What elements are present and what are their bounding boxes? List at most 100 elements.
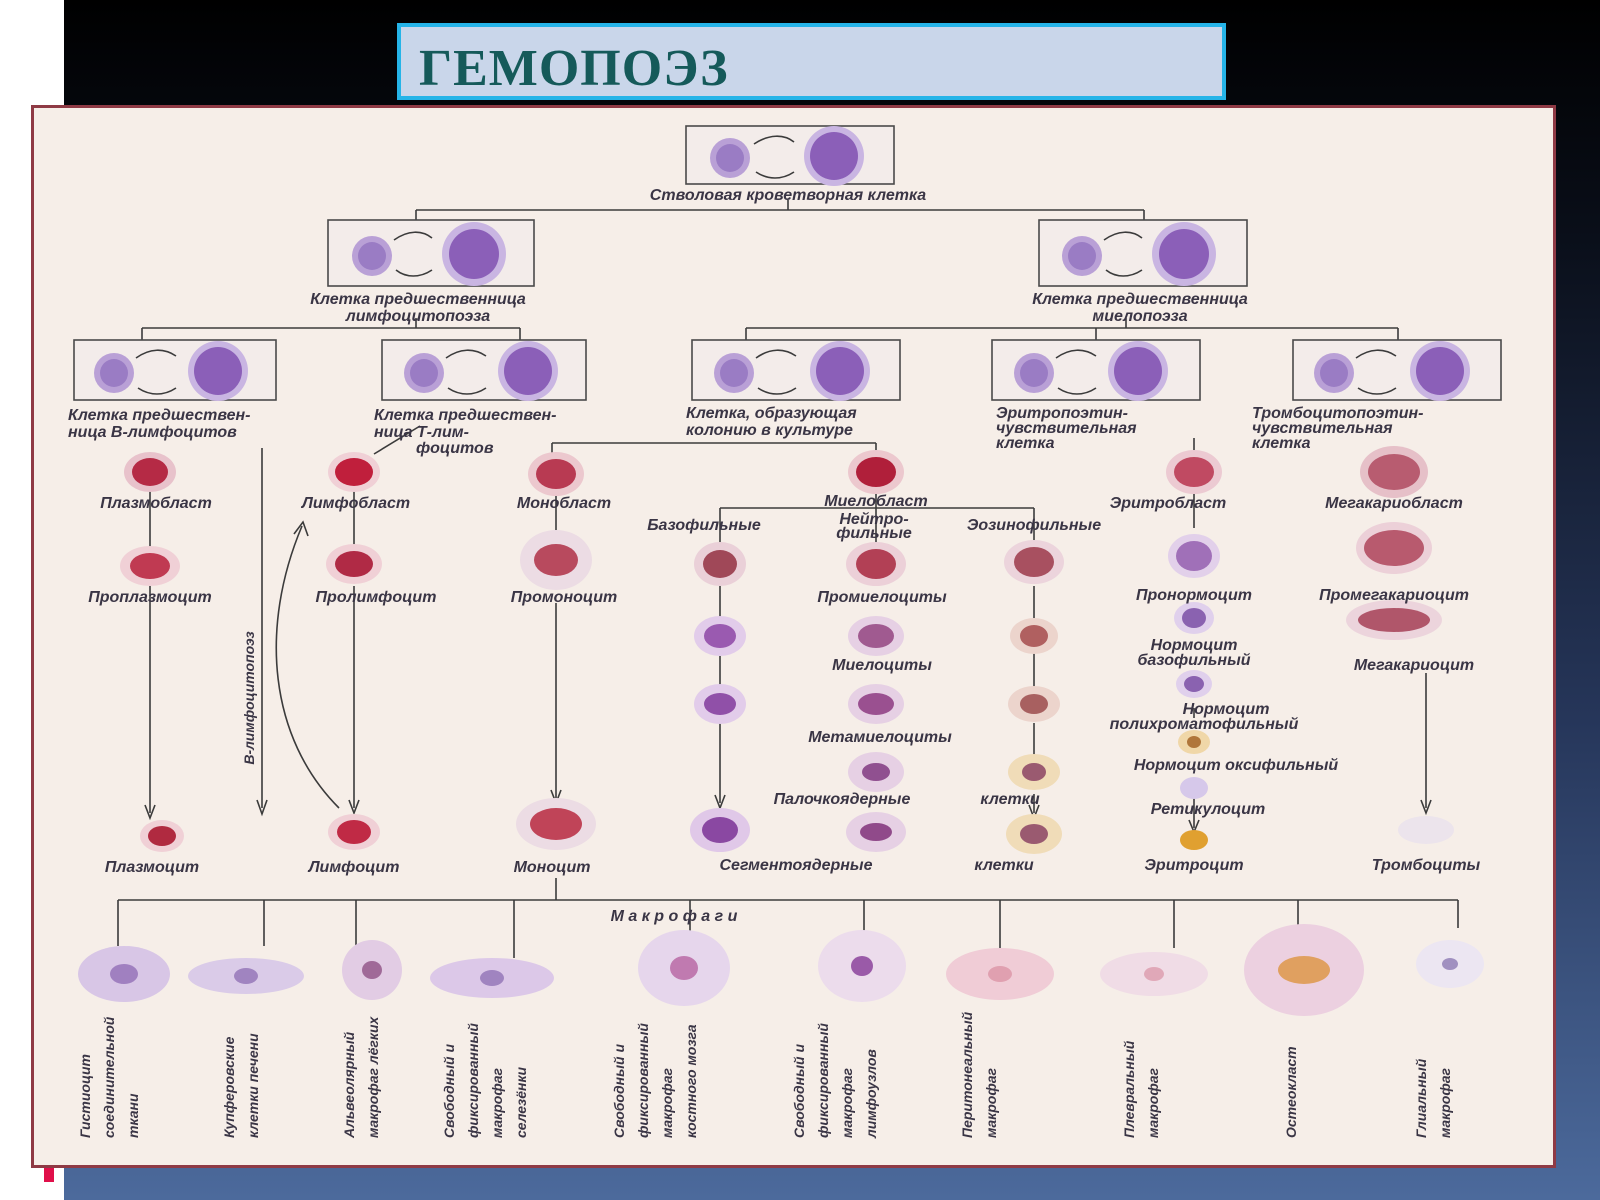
macrophage-label-0-2: ткани: [125, 1093, 141, 1138]
hematopoiesis-diagram: Стволовая кроветворная клетка Клетка пре…: [68, 125, 1502, 1139]
label-plasmoblast: Плазмобласт: [100, 495, 212, 512]
macrophage-label-3-2: макрофаг: [489, 1067, 505, 1138]
label-megakaryocyte: Мегакариоцит: [1354, 657, 1474, 674]
label-myelo-prec-1: Клетка предшественница: [1032, 291, 1248, 308]
mature-cells: [140, 798, 596, 852]
title-box: ГЕМОПОЭЗ: [397, 23, 1226, 100]
macrophage-label-5-1: фиксированный: [815, 1023, 831, 1138]
label-thr-prec-3: клетка: [1252, 435, 1311, 452]
macrophage-label-9-1: макрофаг: [1437, 1067, 1453, 1138]
label-b-prec-1: Клетка предшествен-: [68, 407, 250, 424]
macrophage-label-6-1: макрофаг: [983, 1067, 999, 1138]
macrophage-label-4-0: Свободный и: [611, 1044, 627, 1138]
label-promegakaryocyte: Промегакариоцит: [1319, 587, 1469, 604]
label-t-prec-1: Клетка предшествен-: [374, 407, 556, 424]
label-myelo-prec-2: миелопоэза: [1092, 308, 1187, 325]
label-proplasmocyte: Проплазмоцит: [88, 589, 212, 606]
macrophage-label-1-0: Купферовские: [221, 1036, 237, 1138]
label-myeloblast: Миелобласт: [824, 493, 927, 510]
stem-cell-box: [685, 125, 895, 186]
macrophage-label-3-1: фиксированный: [465, 1023, 481, 1138]
label-erythrocyte: Эритроцит: [1144, 857, 1243, 874]
label-neutro-1: Нейтро-: [839, 511, 908, 528]
label-ery-prec-1: Эритропоэтин-: [996, 405, 1128, 422]
macrophage-label-4-3: костного мозга: [683, 1024, 699, 1138]
thrombopoietin-box: [1292, 339, 1502, 401]
macrophage-label-9-0: Глиальный: [1413, 1058, 1429, 1138]
label-basophilic: Базофильные: [647, 517, 761, 534]
pro-cells: [120, 522, 1432, 590]
label-normocyte-baso-1: Нормоцит: [1151, 637, 1238, 654]
macrophage-label-5-0: Свободный и: [791, 1044, 807, 1138]
label-t-prec-2: ница Т-лим-: [374, 424, 469, 441]
diagram-panel: Стволовая кроветворная клетка Клетка пре…: [31, 105, 1556, 1168]
macrophage-label-8-0: Остеокласт: [1283, 1046, 1299, 1138]
label-plasmocyte: Плазмоцит: [105, 859, 199, 876]
label-ery-prec-3: клетка: [996, 435, 1055, 452]
label-stem: Стволовая кроветворная клетка: [650, 187, 927, 204]
label-lympho-prec-2: лимфоцитопоэза: [345, 308, 491, 325]
macrophage-label-3-3: селезёнки: [513, 1066, 529, 1138]
label-thrombocytes: Тромбоциты: [1372, 857, 1481, 874]
page-title: ГЕМОПОЭЗ: [419, 40, 729, 97]
macrophage-cells: [78, 924, 1484, 1016]
label-lymphocyte: Лимфоцит: [308, 859, 400, 876]
label-pronormocyte: Пронормоцит: [1136, 587, 1252, 604]
erythropoietin-box: [991, 339, 1201, 401]
label-myelocytes: Миелоциты: [832, 657, 932, 674]
label-thr-prec-2: чувствительная: [1252, 420, 1393, 437]
label-normocyte-poly-1: Нормоцит: [1183, 701, 1270, 718]
macrophage-label-6-0: Перитонеальный: [959, 1011, 975, 1138]
myelo-precursor-box: [1038, 219, 1248, 287]
label-thr-prec-1: Тромбоцитопоэтин-: [1252, 405, 1424, 422]
label-eosinophilic: Эозинофильные: [967, 517, 1101, 534]
label-segmented: Сегментоядерные: [720, 857, 873, 874]
label-promonocyte: Промоноцит: [511, 589, 617, 606]
macrophage-label-3-0: Свободный и: [441, 1044, 457, 1138]
macrophage-label-5-3: лимфоузлов: [863, 1049, 879, 1139]
connector-lines: [117, 200, 1459, 958]
label-lympho-prec-1: Клетка предшественница: [310, 291, 526, 308]
label-monocyte: Моноцит: [514, 859, 591, 876]
macrophage-label-7-0: Плевральный: [1121, 1040, 1137, 1138]
label-megakaryoblast: Мегакариобласт: [1325, 495, 1463, 512]
label-normocyte-poly-2: полихроматофильный: [1110, 716, 1299, 733]
label-lymphoblast: Лимфобласт: [301, 495, 410, 512]
macrophage-label-4-1: фиксированный: [635, 1023, 651, 1138]
label-cells-1: клетки: [980, 791, 1039, 808]
lympho-precursor-box: [327, 219, 535, 287]
label-ery-prec-2: чувствительная: [996, 420, 1137, 437]
macrophage-label-7-1: макрофаг: [1145, 1067, 1161, 1138]
cfu-box: [691, 339, 901, 401]
label-cfu-1: Клетка, образующая: [686, 405, 857, 422]
stage-labels: Стволовая кроветворная клетка Клетка пре…: [68, 187, 1481, 925]
label-band: Палочкоядерные: [774, 791, 911, 808]
label-metamyelocytes: Метамиелоциты: [808, 729, 952, 746]
macrophage-label-1-1: клетки печени: [245, 1033, 261, 1138]
label-b-lymphopoiesis: В-лимфоцитопоэз: [241, 631, 257, 764]
label-neutro-2: фильные: [836, 525, 912, 542]
label-cells-2: клетки: [974, 857, 1033, 874]
label-normocyte-oxy: Нормоцит оксифильный: [1134, 757, 1339, 774]
label-reticulocyte: Ретикулоцит: [1151, 801, 1265, 818]
label-cfu-2: колонию в культуре: [686, 422, 853, 439]
macrophage-label-2-0: Альвеолярный: [341, 1031, 357, 1139]
blast-cells: [124, 446, 1428, 498]
slide-corner-marker: [44, 1168, 54, 1182]
label-t-prec-3: фоцитов: [416, 440, 494, 457]
t-precursor-box: [381, 339, 587, 401]
macrophage-label-2-1: макрофаг лёгких: [365, 1016, 381, 1138]
label-normocyte-baso-2: базофильный: [1137, 652, 1250, 669]
label-macrophages: М а к р о ф а г и: [611, 908, 738, 925]
label-prolymphocyte: Пролимфоцит: [316, 589, 437, 606]
label-erythroblast: Эритробласт: [1110, 495, 1227, 512]
maturing-cells: [690, 600, 1454, 854]
label-monoblast: Монобласт: [517, 495, 611, 512]
label-promyelocytes: Промиелоциты: [817, 589, 947, 606]
b-precursor-box: [73, 339, 277, 401]
macrophage-label-0-0: Гистиоцит: [77, 1054, 93, 1138]
macrophage-label-4-2: макрофаг: [659, 1067, 675, 1138]
label-b-prec-2: ница В-лимфоцитов: [68, 424, 237, 441]
macrophage-label-5-2: макрофаг: [839, 1067, 855, 1138]
